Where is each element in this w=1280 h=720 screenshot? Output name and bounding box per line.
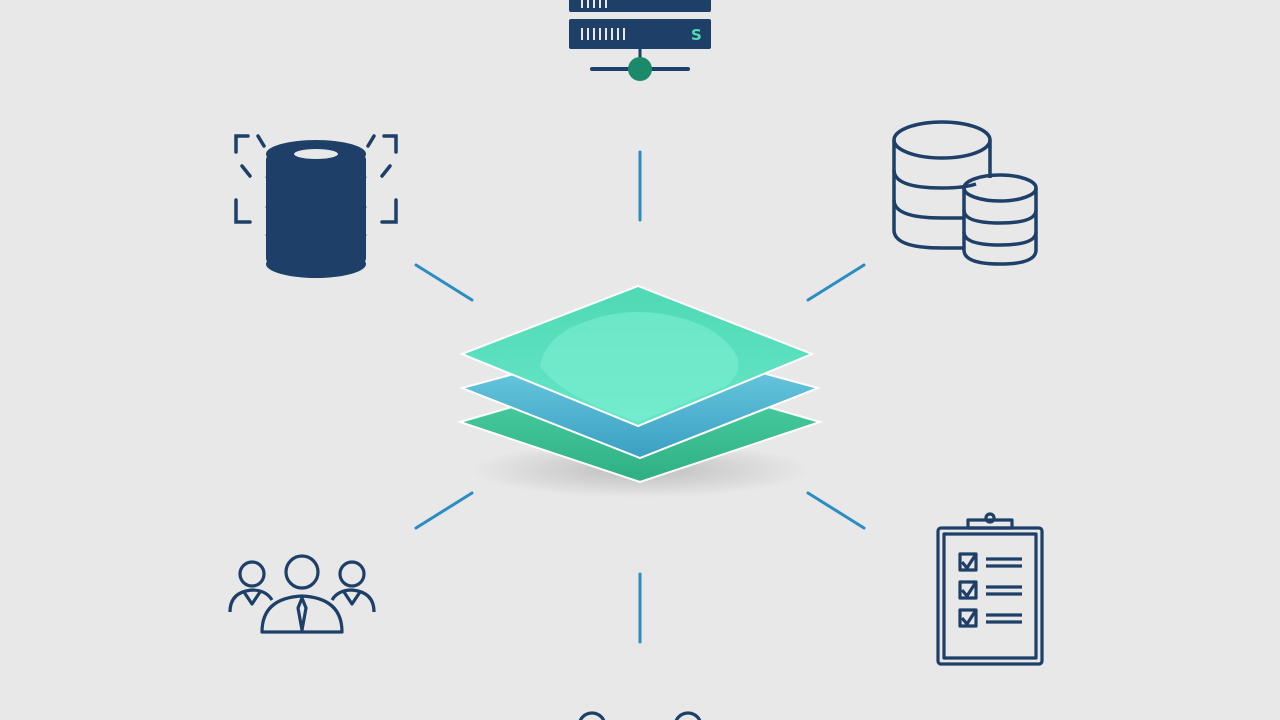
layered-platform-icon [456,284,824,498]
connector-top-left [414,263,474,302]
database-large-body [892,140,992,250]
team-users-icon [228,554,376,634]
connector-top-right [806,263,866,302]
server-rack-icon: S [569,0,711,81]
user-right-head [338,560,366,588]
database-large-top [892,120,992,160]
scan-bracket-bottom-right [380,198,398,224]
server-unit-2 [569,19,711,49]
scan-bracket-top-left [234,134,266,178]
checkbox-3 [958,608,978,628]
user-center-body [260,594,344,634]
clipboard-board [936,526,1044,666]
database-top-highlight [294,149,338,159]
connector-bottom-right [806,491,866,530]
checklist-clipboard-icon [936,512,1044,666]
scan-bracket-bottom-left [234,198,252,224]
scan-bracket-top-right [366,134,398,178]
database-small-top [962,173,1038,203]
database-small-body [962,188,1038,266]
user-left-body [228,588,274,613]
checkbox-1 [958,552,978,572]
clipboard-inner [942,532,1038,660]
server-label: S [691,26,702,44]
platform-top-highlight [540,312,739,422]
user-center-head [284,554,320,590]
user-right-body [330,588,376,613]
partial-users-icon [578,711,702,720]
database-scan-icon [234,134,398,278]
clipboard-clip [966,518,1014,530]
server-unit-1 [569,0,711,12]
connector-bottom-left [414,491,474,530]
user-left-head [238,560,266,588]
checkbox-2 [958,580,978,600]
server-network-node [628,57,652,81]
multiple-databases-icon [892,120,1038,266]
user-center-tie [296,596,308,632]
